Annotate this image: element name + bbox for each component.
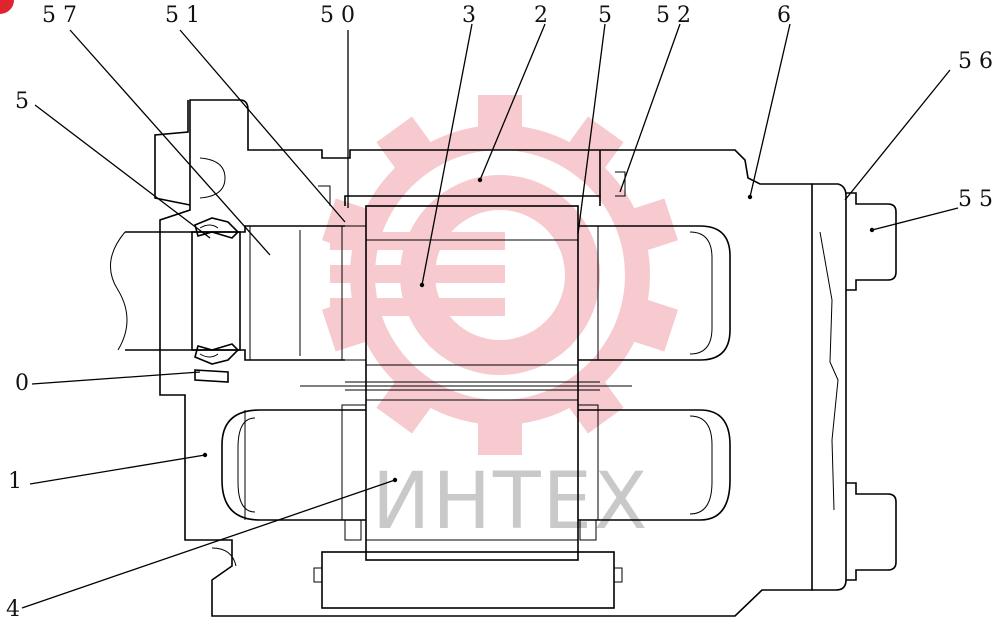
callout-57: 5 7 <box>42 3 77 28</box>
callout-52: 5 2 <box>656 3 691 28</box>
callout-6: 6 <box>777 3 791 28</box>
leader-dots <box>202 177 875 483</box>
callout-50: 5 0 <box>320 3 355 28</box>
drive-shaft <box>109 225 731 361</box>
callout-56: 5 6 <box>958 49 993 74</box>
callout-1: 1 <box>8 469 22 494</box>
callout-labels: 5 7 5 1 5 0 3 2 5 5 2 6 5 6 5 5 5 0 1 4 <box>6 3 993 622</box>
pump-housing <box>154 99 813 617</box>
leader-lines <box>21 23 959 609</box>
callout-3: 3 <box>462 3 476 28</box>
callout-4: 4 <box>6 597 20 622</box>
end-cover <box>812 183 897 591</box>
watermark-text: ИНТЕХ <box>372 457 649 547</box>
shaft-seal <box>194 217 240 383</box>
callout-55: 5 5 <box>958 187 993 212</box>
callout-51: 5 1 <box>165 3 200 28</box>
callout-0: 0 <box>15 371 29 396</box>
callout-5-top: 5 <box>598 3 612 28</box>
corner-mark <box>0 0 14 14</box>
driven-shaft <box>221 409 731 521</box>
watermark-logo <box>322 95 678 455</box>
callout-2: 2 <box>534 3 548 28</box>
callout-5-left: 5 <box>15 89 29 114</box>
